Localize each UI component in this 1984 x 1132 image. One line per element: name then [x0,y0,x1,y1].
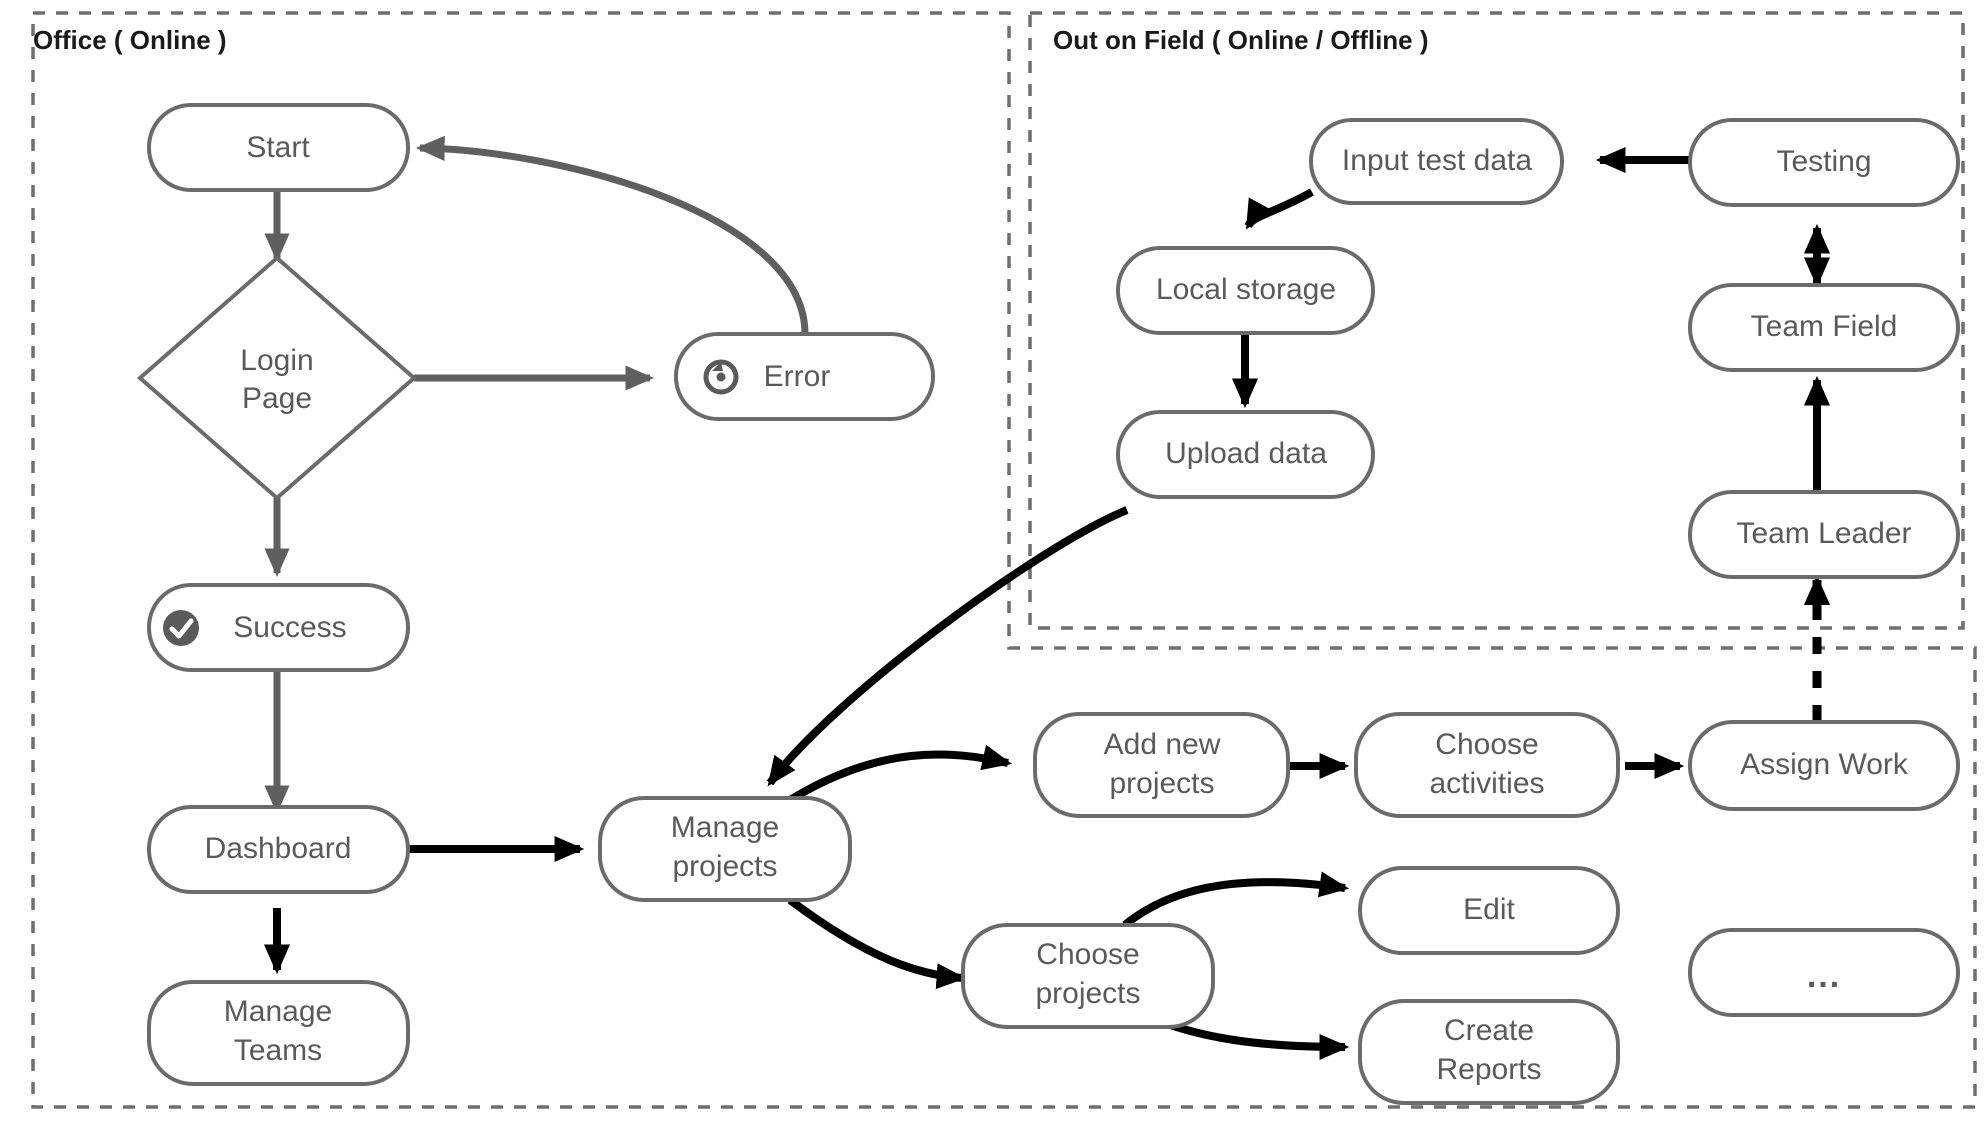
group-container-field: Out on Field ( Online / Offline ) [1028,11,1965,630]
check-circle-icon [163,610,199,646]
node-team-leader-label: Team Leader [1736,517,1911,550]
office-group-title: Office ( Online ) [33,25,227,55]
node-testing-label: Testing [1776,145,1871,178]
node-add-new-projects-label-line1: Add new [1104,728,1221,761]
node-start-shape[interactable] [147,103,410,192]
node-login-page-label-line1: Login [240,344,313,377]
node-team-field-shape[interactable] [1688,283,1960,372]
node-manage-teams[interactable]: Manage Teams [147,980,410,1086]
edge-error-to-start [415,135,809,335]
node-testing[interactable]: Testing [1688,118,1960,207]
node-choose-activities-label-line2: activities [1429,767,1544,800]
node-start-label: Start [246,131,310,164]
node-more-label: ... [1807,957,1841,995]
node-assign-work[interactable]: Assign Work [1688,720,1960,811]
node-manage-teams-label-line2: Teams [234,1034,322,1067]
node-input-test-data-shape[interactable] [1309,118,1564,205]
node-error-shape[interactable] [674,332,935,421]
node-manage-projects[interactable]: Manage projects [598,796,852,902]
node-team-leader[interactable]: Team Leader [1688,490,1960,579]
node-login-page-shape[interactable] [136,255,418,501]
node-start[interactable]: Start [147,103,410,192]
node-add-new-projects-shape[interactable] [1033,712,1290,818]
edge-upload-data-to-manage-projects [766,506,1129,787]
node-manage-projects-label-line1: Manage [671,811,779,844]
node-manage-projects-shape[interactable] [598,796,852,902]
node-edit-shape[interactable] [1358,866,1620,955]
node-create-reports-label-line2: Reports [1436,1053,1541,1086]
node-choose-projects-shape[interactable] [961,923,1215,1029]
node-upload-data[interactable]: Upload data [1116,410,1375,499]
node-success-label: Success [233,611,346,644]
retry-circle-icon [703,359,739,395]
node-create-reports-label-line1: Create [1444,1014,1534,1047]
node-manage-projects-label-line2: projects [672,850,777,883]
node-choose-projects-label-line1: Choose [1036,938,1139,971]
node-edit-label: Edit [1463,893,1515,926]
node-local-storage-shape[interactable] [1116,246,1375,335]
node-success-shape[interactable] [147,583,410,672]
node-edit[interactable]: Edit [1358,866,1620,955]
node-upload-data-shape[interactable] [1116,410,1375,499]
edge-choose-projects-to-edit [1122,871,1350,929]
node-local-storage-label: Local storage [1156,273,1336,306]
node-manage-teams-shape[interactable] [147,980,410,1086]
node-success[interactable]: Success [147,583,410,672]
node-choose-activities[interactable]: Choose activities [1354,712,1620,818]
office-group-border [31,11,1977,1109]
node-assign-work-label: Assign Work [1740,748,1909,781]
node-dashboard[interactable]: Dashboard [147,805,410,894]
edge-input-test-data-to-local-storage [1244,188,1314,230]
node-local-storage[interactable]: Local storage [1116,246,1375,335]
node-add-new-projects[interactable]: Add new projects [1033,712,1290,818]
node-assign-work-shape[interactable] [1688,720,1960,811]
edge-manage-projects-to-add-new-projects [787,744,1013,804]
node-upload-data-label: Upload data [1165,437,1327,470]
node-dashboard-label: Dashboard [205,832,352,865]
node-create-reports-shape[interactable] [1358,999,1620,1105]
field-group-title: Out on Field ( Online / Offline ) [1053,25,1429,55]
node-team-field-label: Team Field [1751,310,1898,343]
node-choose-projects[interactable]: Choose projects [961,923,1215,1029]
node-choose-activities-label-line1: Choose [1435,728,1538,761]
field-group-border [1028,11,1965,630]
node-choose-projects-label-line2: projects [1035,977,1140,1010]
node-input-test-data[interactable]: Input test data [1309,118,1564,205]
node-team-field[interactable]: Team Field [1688,283,1960,372]
node-create-reports[interactable]: Create Reports [1358,999,1620,1105]
node-error-label: Error [764,360,831,393]
group-container-office: Office ( Online ) [31,11,1977,1109]
edge-manage-projects-to-choose-projects [787,896,967,990]
node-choose-activities-shape[interactable] [1354,712,1620,818]
node-input-test-data-label: Input test data [1342,144,1532,177]
node-add-new-projects-label-line2: projects [1109,767,1214,800]
node-more-shape[interactable] [1688,928,1960,1017]
node-error[interactable]: Error [674,332,935,421]
node-login-page-label-line2: Page [242,382,312,415]
node-more[interactable]: ... [1688,928,1960,1017]
node-testing-shape[interactable] [1688,118,1960,207]
node-manage-teams-label-line1: Manage [224,995,332,1028]
node-team-leader-shape[interactable] [1688,490,1960,579]
node-login-page[interactable]: Login Page [136,255,418,501]
node-dashboard-shape[interactable] [147,805,410,894]
